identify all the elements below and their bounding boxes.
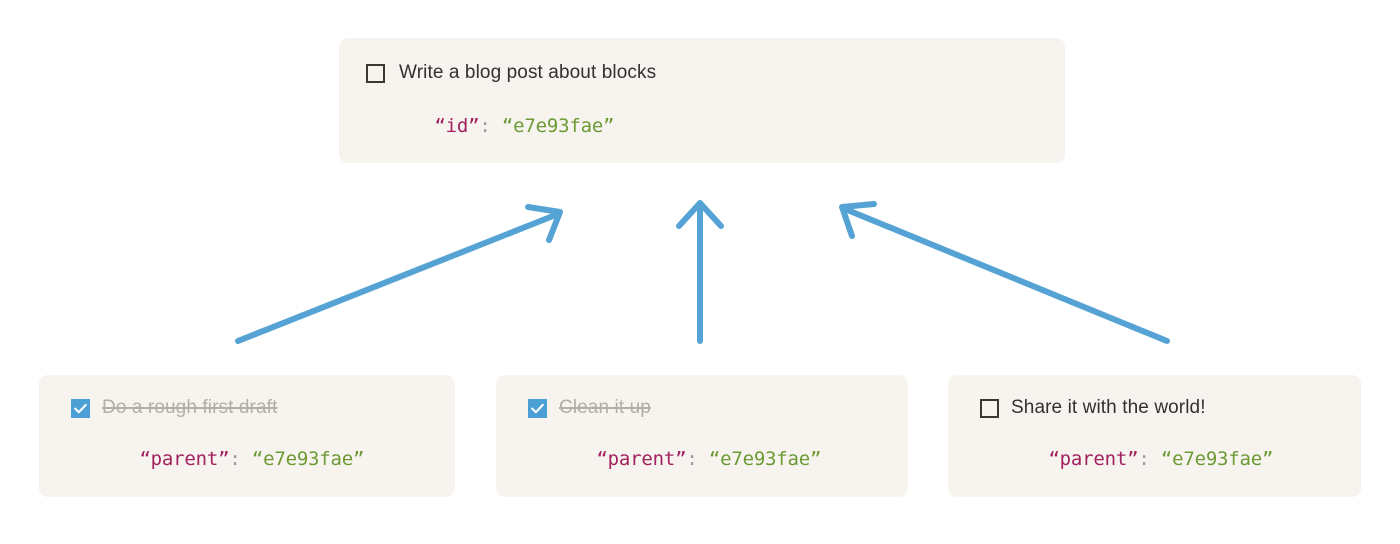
checkmark-icon — [531, 403, 544, 413]
json-key: “parent” — [596, 448, 687, 470]
task-label: Share it with the world! — [1011, 397, 1206, 418]
checkbox-unchecked-icon[interactable] — [366, 63, 385, 83]
parent-block-card[interactable]: Write a blog post about blocks “id”: “e7… — [339, 38, 1065, 163]
arrow-child1-to-parent — [235, 204, 563, 344]
json-value: “e7e93fae” — [251, 448, 365, 470]
task-row: Do a rough first draft — [71, 397, 455, 419]
child-block-card[interactable]: Clean it up “parent”: “e7e93fae” — [496, 375, 908, 497]
json-parent-line: “parent”: “e7e93fae” — [72, 426, 455, 492]
task-label: Clean it up — [559, 397, 651, 418]
arrow-child3-to-parent — [839, 201, 1170, 344]
task-row: Share it with the world! — [980, 397, 1361, 419]
json-value: “e7e93fae” — [1160, 448, 1274, 470]
json-value: “e7e93fae” — [708, 448, 822, 470]
child-block-card[interactable]: Do a rough first draft “parent”: “e7e93f… — [39, 375, 455, 497]
checkbox-checked-icon[interactable] — [528, 398, 547, 418]
arrow-child2-to-parent — [676, 200, 724, 344]
json-value: “e7e93fae” — [501, 115, 615, 137]
json-key: “parent” — [139, 448, 230, 470]
json-colon: : — [479, 115, 491, 137]
json-colon: : — [1138, 448, 1150, 470]
task-row: Clean it up — [528, 397, 908, 419]
task-row: Write a blog post about blocks — [366, 62, 1039, 84]
json-key: “id” — [434, 115, 480, 137]
json-colon: : — [686, 448, 698, 470]
checkbox-checked-icon[interactable] — [71, 398, 90, 418]
json-key: “parent” — [1048, 448, 1139, 470]
task-label: Write a blog post about blocks — [399, 62, 657, 83]
json-id-line: “id”: “e7e93fae” — [367, 93, 1039, 159]
task-label: Do a rough first draft — [102, 397, 278, 418]
checkbox-unchecked-icon[interactable] — [980, 398, 999, 418]
json-parent-line: “parent”: “e7e93fae” — [981, 426, 1361, 492]
child-block-card[interactable]: Share it with the world! “parent”: “e7e9… — [948, 375, 1361, 497]
json-colon: : — [229, 448, 241, 470]
json-parent-line: “parent”: “e7e93fae” — [529, 426, 908, 492]
checkmark-icon — [74, 403, 87, 413]
